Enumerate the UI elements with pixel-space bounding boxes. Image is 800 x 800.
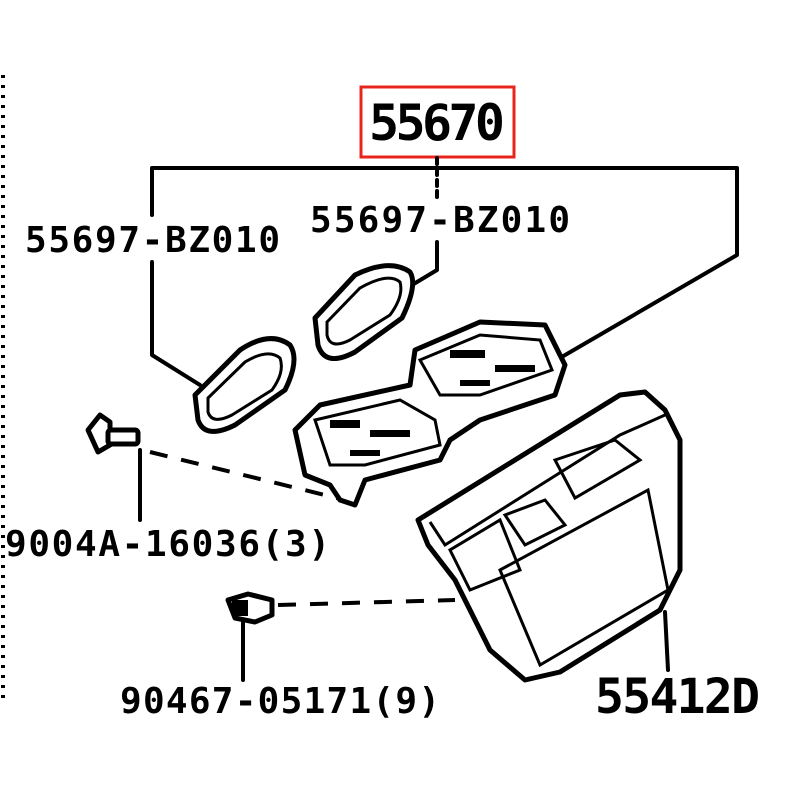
label-55670[interactable]: 55670 [369, 94, 505, 152]
clip-part [225, 591, 275, 625]
label-clip[interactable]: 90467-05171(9) [120, 681, 440, 722]
panel-part [415, 389, 683, 683]
screw-part [85, 412, 141, 455]
label-gasket-right[interactable]: 55697-BZ010 [310, 200, 570, 241]
label-screw[interactable]: 9004A-16036(3) [5, 524, 330, 565]
label-gasket-left[interactable]: 55697-BZ010 [25, 220, 280, 261]
label-55412d[interactable]: 55412D [595, 669, 760, 725]
leader-lines [138, 156, 739, 682]
gasket-left [192, 336, 297, 434]
switch-assembly [292, 319, 568, 508]
gasket-right [312, 263, 416, 362]
